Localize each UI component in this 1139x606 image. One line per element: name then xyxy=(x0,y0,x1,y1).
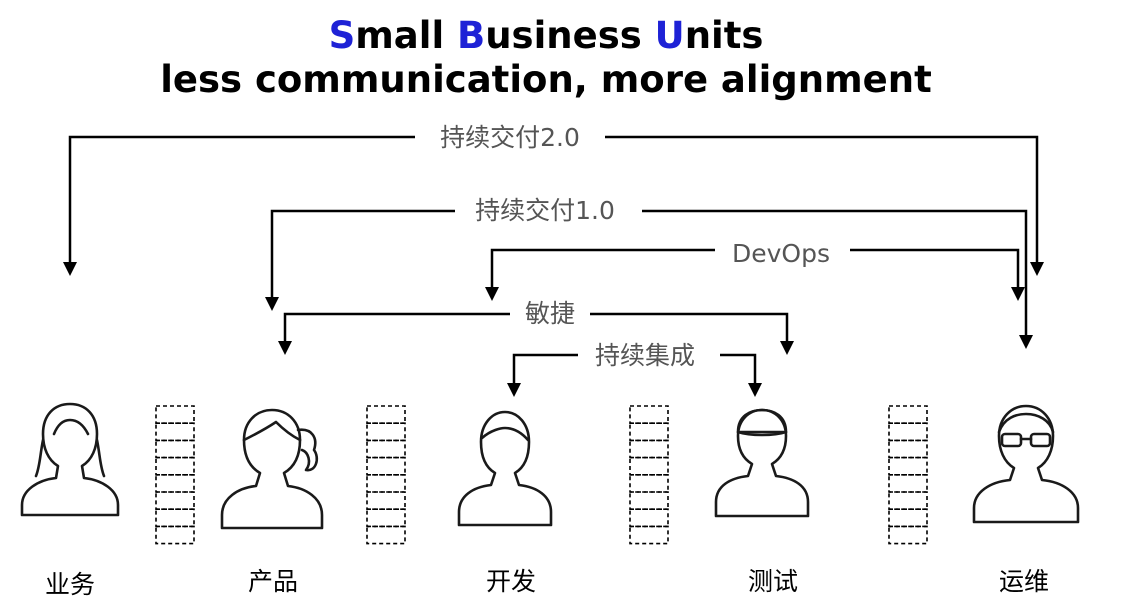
silo-wall-cell xyxy=(155,525,195,545)
flow-cd2-label: 持续交付2.0 xyxy=(440,123,580,152)
role-label-operations: 运维 xyxy=(999,567,1049,596)
flow-ci-right-line xyxy=(720,353,757,386)
flow-ci-left-arrow xyxy=(507,383,521,397)
man-cap-icon xyxy=(714,408,810,518)
silo-wall-cell xyxy=(629,422,669,442)
flow-cd1-left-arrow xyxy=(265,297,279,311)
silo-wall-cell xyxy=(366,405,406,425)
flow-cd1-left-line xyxy=(270,209,455,300)
flow-devops-right-arrow xyxy=(1011,287,1025,301)
silo-wall xyxy=(155,405,195,545)
flow-cd2-left-arrow xyxy=(63,262,77,276)
silo-wall-cell xyxy=(629,456,669,476)
flow-cd2-right-line xyxy=(605,135,1039,265)
woman-ponytail-icon xyxy=(220,408,324,530)
silo-wall xyxy=(366,405,406,545)
flow-cd2: 持续交付2.0 xyxy=(63,123,1044,276)
silo-wall-cell xyxy=(155,456,195,476)
flow-devops-left-line xyxy=(490,248,715,290)
silo-wall-cell xyxy=(888,525,928,545)
flow-agile-left-arrow xyxy=(278,341,292,355)
flow-agile-label: 敏捷 xyxy=(525,299,575,328)
flow-ci: 持续集成 xyxy=(507,341,762,397)
flow-agile: 敏捷 xyxy=(278,299,794,355)
flow-agile-right-line xyxy=(590,312,789,344)
title-line-1: Small Business Units xyxy=(0,14,1092,57)
flow-cd1-right-arrow xyxy=(1019,335,1033,349)
silo-wall xyxy=(888,405,928,545)
silo-wall-cell xyxy=(366,491,406,511)
silo-wall-cell xyxy=(629,473,669,493)
role-label-product: 产品 xyxy=(248,567,298,596)
silo-wall-cell xyxy=(629,405,669,425)
silo-wall-cell xyxy=(629,508,669,528)
title-line-2: less communication, more alignment xyxy=(160,58,932,101)
silo-wall-cell xyxy=(155,405,195,425)
role-label-development: 开发 xyxy=(486,567,536,596)
flow-cd2-right-arrow xyxy=(1030,262,1044,276)
title-word-2: Business xyxy=(457,14,655,57)
silo-wall-cell xyxy=(366,439,406,459)
silo-wall-cell xyxy=(888,439,928,459)
silo-walls xyxy=(155,405,928,545)
flow-devops-right-line xyxy=(850,248,1020,290)
silo-wall-cell xyxy=(888,508,928,528)
silo-wall-cell xyxy=(888,405,928,425)
silo-wall-cell xyxy=(366,525,406,545)
silo-wall-cell xyxy=(629,491,669,511)
man-icon xyxy=(457,410,553,527)
flow-agile-right-arrow xyxy=(780,341,794,355)
title-word-3: Units xyxy=(654,14,764,57)
silo-wall-cell xyxy=(888,473,928,493)
silo-wall-cell xyxy=(366,473,406,493)
flow-cd1: 持续交付1.0 xyxy=(265,196,1033,349)
silo-wall-cell xyxy=(366,456,406,476)
role-label-testing: 测试 xyxy=(748,567,798,596)
flow-cd1-right-line xyxy=(642,209,1028,338)
flow-devops: DevOps xyxy=(485,239,1025,301)
silo-wall-cell xyxy=(888,456,928,476)
silo-wall-cell xyxy=(629,525,669,545)
silo-wall xyxy=(629,405,669,545)
silo-wall-cell xyxy=(888,491,928,511)
silo-wall-cell xyxy=(629,439,669,459)
silo-wall-cell xyxy=(155,508,195,528)
silo-wall-cell xyxy=(888,422,928,442)
flow-ci-left-line xyxy=(512,353,578,386)
silo-wall-cell xyxy=(366,422,406,442)
flow-cd1-label: 持续交付1.0 xyxy=(475,196,615,225)
title-word-1: Small xyxy=(328,14,458,57)
man-glasses-icon xyxy=(972,404,1080,524)
silo-wall-cell xyxy=(155,491,195,511)
flow-ci-label: 持续集成 xyxy=(595,341,695,370)
silo-wall-cell xyxy=(366,508,406,528)
role-label-business: 业务 xyxy=(45,570,95,599)
silo-wall-cell xyxy=(155,473,195,493)
woman-icon xyxy=(20,402,120,517)
flow-ci-right-arrow xyxy=(748,383,762,397)
silo-wall-cell xyxy=(155,422,195,442)
silo-wall-cell xyxy=(155,439,195,459)
flow-agile-left-line xyxy=(283,312,510,344)
flow-devops-label: DevOps xyxy=(732,239,830,268)
flow-cd2-left-line xyxy=(68,135,415,265)
flow-devops-left-arrow xyxy=(485,287,499,301)
